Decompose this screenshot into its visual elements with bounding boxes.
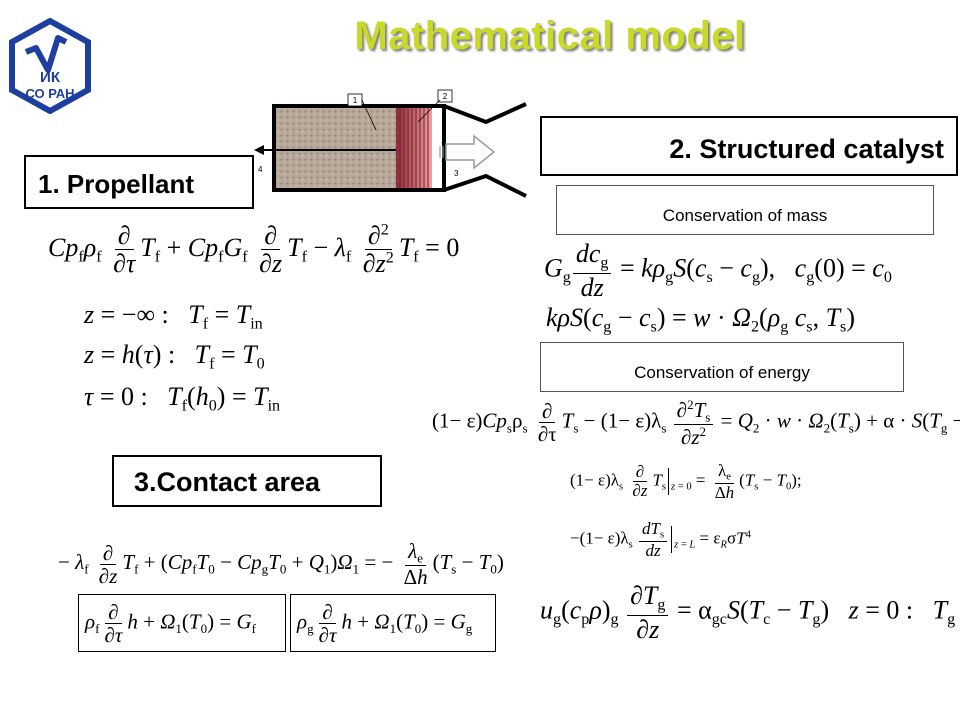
section-structured-catalyst: 2. Structured catalyst <box>540 116 958 176</box>
mass-conservation-label: Conservation of mass <box>662 206 828 225</box>
energy-conservation-label: Conservation of energy <box>634 363 810 382</box>
initial-condition: τ = 0 : Tf(h0) = Tin <box>84 382 281 415</box>
boundary-condition-minus-infinity: z = −∞ : Tf = Tin <box>84 300 263 333</box>
gas-energy-equation: ug(cpρ)g ∂Tg∂z = αgcS(Tc − Tg) z = 0 : T… <box>540 581 956 644</box>
section-contact-label: 3.Contact area <box>134 467 321 497</box>
energy-conservation-box: Conservation of energy <box>540 342 904 392</box>
diagram-label-2: 2 <box>443 92 448 101</box>
diagram-label-4: 4 <box>258 165 263 174</box>
logo-text-bottom: СО РАН <box>25 86 74 101</box>
diagram-label-1: 1 <box>353 96 358 105</box>
mass-balance-surface-equation: kρS(cg − cs) = w · Ω2(ρg cs, Ts) <box>546 303 855 336</box>
page-title: Mathematical model <box>354 14 746 58</box>
section-contact-area: 3.Contact area <box>112 455 382 507</box>
boundary-condition-h: z = h(τ) : Tf = T0 <box>84 340 265 373</box>
logo-text-top: ИК <box>40 69 61 86</box>
mass-conservation-box: Conservation of mass <box>556 185 934 235</box>
institute-logo: ИК СО РАН <box>8 17 92 115</box>
section-catalyst-label: 2. Structured catalyst <box>669 134 944 164</box>
engine-diagram: 1 2 3 4 <box>250 86 540 206</box>
diagram-label-3: 3 <box>454 169 459 178</box>
section-propellant-label: 1. Propellant <box>38 169 195 199</box>
section-propellant: 1. Propellant <box>24 155 254 209</box>
